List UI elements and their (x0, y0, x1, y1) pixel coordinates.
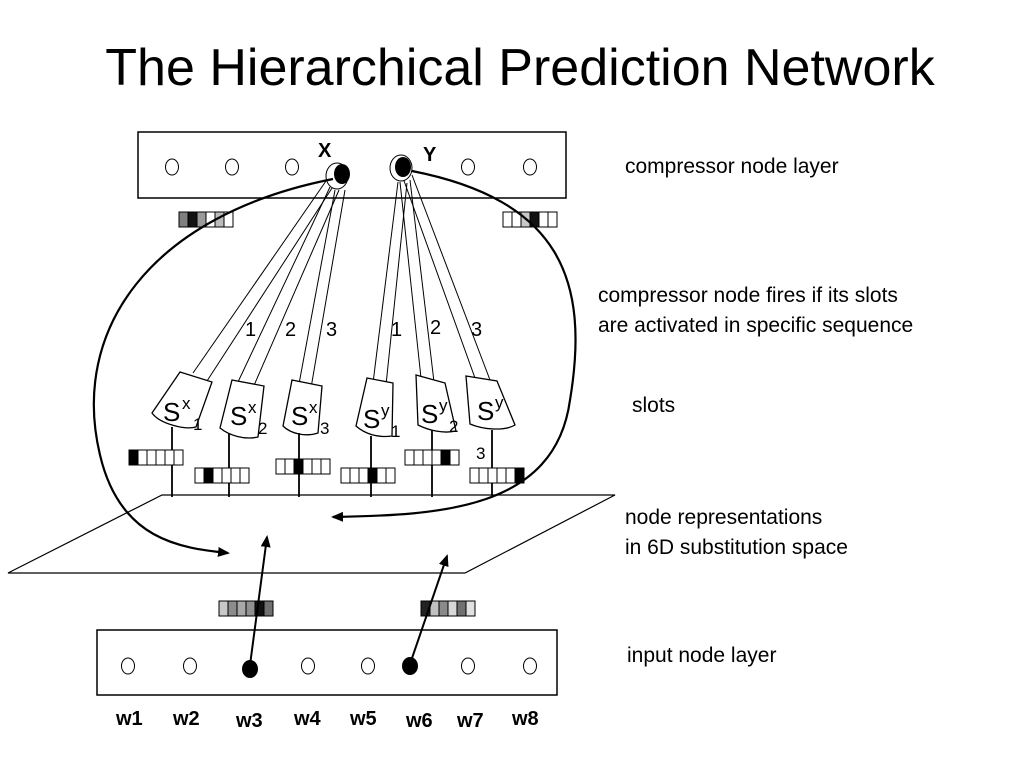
slot-vector-sx3 (275, 458, 331, 475)
link-number: 1 (391, 319, 402, 341)
slide-title: The Hierarchical Prediction Network (105, 39, 935, 97)
input-layer-label: input node layer (627, 644, 777, 667)
svg-text:x: x (309, 398, 318, 417)
input-node-w3 (242, 660, 258, 678)
slots-label: slots (632, 394, 676, 417)
compressor-layer-box (137, 131, 567, 199)
svg-text:x: x (248, 398, 257, 417)
word-label: w4 (293, 708, 322, 730)
link-number: 3 (326, 319, 337, 341)
svg-text:3: 3 (476, 444, 485, 463)
input-empty-nodes (121, 657, 537, 675)
svg-text:S: S (477, 396, 494, 426)
compressor-node-y-label: Y (423, 144, 437, 166)
slot-label-sx2: S x 2 (230, 398, 267, 438)
word-label: w6 (405, 710, 433, 732)
svg-text:S: S (421, 399, 438, 429)
x-projection-arrow (92, 177, 334, 557)
word-labels: w1 w2 w3 w4 w5 w6 w7 w8 (115, 708, 539, 732)
svg-text:1: 1 (193, 415, 202, 434)
svg-text:S: S (363, 404, 380, 434)
word-label: w7 (456, 710, 484, 732)
svg-text:1: 1 (391, 422, 400, 441)
compressor-node-x-label: X (318, 140, 332, 162)
svg-text:y: y (381, 401, 390, 420)
compressor-node-y (395, 157, 411, 177)
link-number: 2 (285, 319, 296, 341)
word-label: w5 (349, 708, 377, 730)
compressor-empty-nodes (165, 158, 537, 176)
svg-text:S: S (230, 401, 247, 431)
slot-vector-sy3 (469, 467, 525, 484)
slot-shapes (151, 371, 516, 439)
svg-text:3: 3 (320, 419, 329, 438)
svg-text:2: 2 (449, 417, 458, 436)
slot-label-sy1: S y 1 (363, 401, 400, 441)
y-projection-arrow (331, 169, 577, 522)
svg-text:y: y (439, 396, 448, 415)
word-label: w8 (511, 708, 539, 730)
node-rep-label-line2: in 6D substitution space (625, 536, 848, 559)
slot-vector-sx2 (194, 467, 250, 484)
svg-text:S: S (163, 397, 180, 427)
input-w3-vector (218, 600, 274, 617)
slot-label-sy3: S y 3 (476, 393, 504, 463)
slot-label-sx3: S x 3 (291, 398, 329, 438)
input-node-w6 (402, 657, 418, 675)
node-rep-label-line1: node representations (625, 506, 823, 529)
svg-text:y: y (495, 393, 504, 412)
input-layer-box (96, 629, 558, 696)
svg-text:x: x (182, 394, 191, 413)
slot-label-sx1: S x 1 (163, 394, 202, 434)
link-number: 3 (471, 319, 482, 341)
fires-label-line2: are activated in specific sequence (598, 314, 914, 337)
slot-vector-sy1 (340, 467, 396, 484)
slot-vector-sy2 (404, 449, 460, 466)
w3-projection-arrow (249, 535, 271, 666)
compressor-y-vector (502, 211, 558, 228)
slot-label-sy2: S y 2 (421, 396, 458, 436)
link-number: 2 (430, 317, 441, 339)
word-label: w3 (235, 710, 263, 732)
word-label: w1 (115, 708, 143, 730)
slot-vector-sx1 (128, 449, 184, 466)
compressor-node-x (334, 164, 350, 184)
word-label: w2 (172, 708, 200, 730)
w6-projection-arrow (409, 554, 449, 665)
compressor-layer-label: compressor node layer (625, 155, 839, 178)
fires-label-line1: compressor node fires if its slots (598, 284, 898, 307)
link-number: 1 (245, 319, 256, 341)
slot-links (192, 174, 491, 391)
svg-text:S: S (291, 401, 308, 431)
substitution-plane (7, 494, 616, 574)
svg-text:2: 2 (258, 419, 267, 438)
